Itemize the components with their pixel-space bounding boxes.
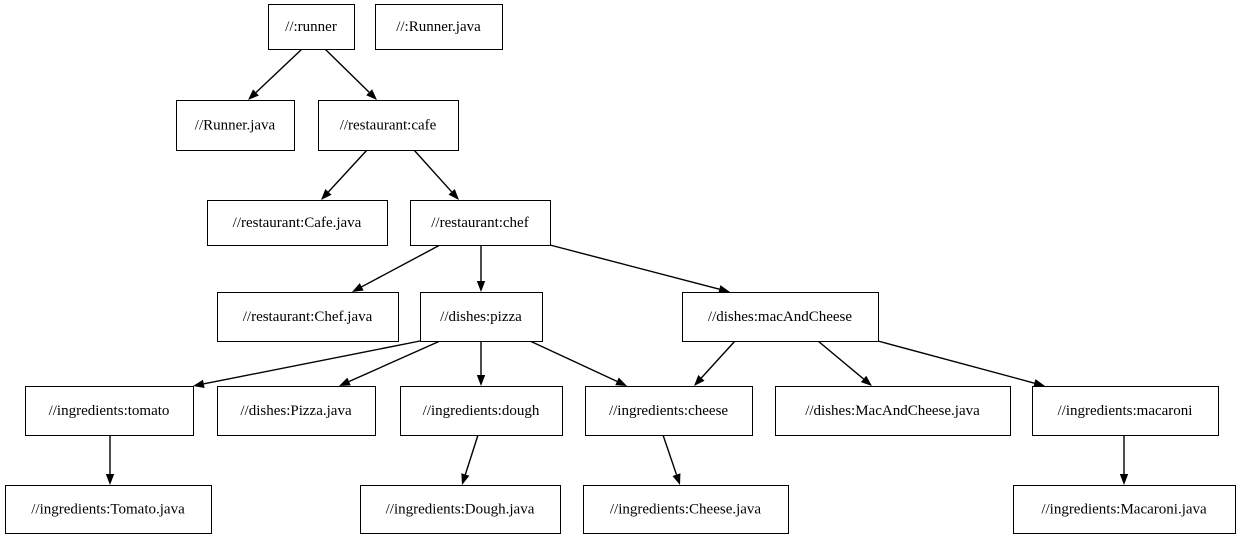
graph-node-label: //ingredients:tomato — [49, 403, 170, 419]
graph-edge — [248, 48, 303, 100]
graph-node-label: //restaurant:chef — [431, 215, 528, 231]
graph-node-label: //ingredients:cheese — [609, 403, 728, 419]
graph-node-ing_dough[interactable]: //ingredients:dough — [400, 386, 563, 436]
graph-node-dishes_macjava[interactable]: //dishes:MacAndCheese.java — [775, 386, 1011, 436]
graph-node-label: //restaurant:Cafe.java — [233, 215, 362, 231]
graph-edge — [324, 48, 377, 100]
graph-node-label: //ingredients:Macaroni.java — [1041, 501, 1207, 517]
graph-node-label: //dishes:pizza — [440, 309, 522, 325]
graph-node-label: //restaurant:Chef.java — [243, 309, 373, 325]
graph-edge — [662, 434, 681, 485]
graph-edge — [549, 244, 730, 294]
graph-node-label: //restaurant:cafe — [340, 117, 437, 133]
graph-edge — [193, 340, 421, 388]
nodes-layer: //:runner //:Runner.java //Runner.java //re… — [5, 4, 1236, 534]
edges-layer — [105, 48, 1129, 485]
graph-edge — [476, 341, 486, 386]
graph-node-restaurant_chef[interactable]: //restaurant:chef — [410, 200, 551, 246]
graph-node-ing_macaronijava[interactable]: //ingredients:Macaroni.java — [1013, 485, 1236, 534]
graph-node-dishes_macandcheese[interactable]: //dishes:macAndCheese — [682, 292, 879, 342]
graph-node-label: //ingredients:Tomato.java — [31, 501, 185, 517]
graph-node-restaurant_chefjava[interactable]: //restaurant:Chef.java — [217, 292, 399, 342]
graph-node-label: //ingredients:macaroni — [1058, 403, 1193, 419]
graph-node-runner[interactable]: //:runner — [268, 4, 355, 50]
graph-node-ing_cheese[interactable]: //ingredients:cheese — [585, 386, 753, 436]
graph-node-runner_java[interactable]: //Runner.java — [176, 100, 295, 151]
graph-edge — [694, 340, 736, 386]
graph-edge — [321, 149, 368, 200]
graph-edge — [817, 340, 872, 386]
graph-node-label: //ingredients:Cheese.java — [610, 501, 762, 517]
graph-edge — [105, 435, 115, 485]
graph-node-label: //dishes:MacAndCheese.java — [805, 403, 980, 419]
graph-node-label: //ingredients:Dough.java — [386, 501, 535, 517]
graph-edge — [529, 340, 627, 386]
graph-node-restaurant_cafejava[interactable]: //restaurant:Cafe.java — [207, 200, 388, 246]
graph-edge — [877, 340, 1045, 388]
graph-edge — [352, 244, 441, 292]
graph-node-label: //:runner — [285, 19, 337, 35]
graph-edge — [413, 149, 459, 200]
graph-node-dishes_pizzajava[interactable]: //dishes:Pizza.java — [217, 386, 376, 436]
graph-node-label: //Runner.java — [195, 117, 276, 133]
graph-node-label: //dishes:macAndCheese — [708, 309, 852, 325]
graph-node-ing_tomatojava[interactable]: //ingredients:Tomato.java — [5, 485, 212, 534]
graph-node-label: //ingredients:dough — [423, 403, 540, 419]
graph-edge — [476, 245, 486, 292]
graph-node-restaurant_cafe[interactable]: //restaurant:cafe — [318, 100, 459, 151]
graph-node-label: //:Runner.java — [396, 19, 481, 35]
graph-node-ing_doughjava[interactable]: //ingredients:Dough.java — [360, 485, 561, 534]
graph-node-ing_macaroni[interactable]: //ingredients:macaroni — [1032, 386, 1219, 436]
graph-node-runner_java_root[interactable]: //:Runner.java — [375, 4, 503, 50]
graph-node-ing_cheesejava[interactable]: //ingredients:Cheese.java — [583, 485, 789, 534]
graph-node-ing_tomato[interactable]: //ingredients:tomato — [25, 386, 194, 436]
graph-edge — [1119, 435, 1129, 485]
graph-edge — [461, 434, 479, 485]
graph-node-label: //dishes:Pizza.java — [240, 403, 352, 419]
graph-edge — [339, 340, 441, 386]
graph-node-dishes_pizza[interactable]: //dishes:pizza — [420, 292, 543, 342]
